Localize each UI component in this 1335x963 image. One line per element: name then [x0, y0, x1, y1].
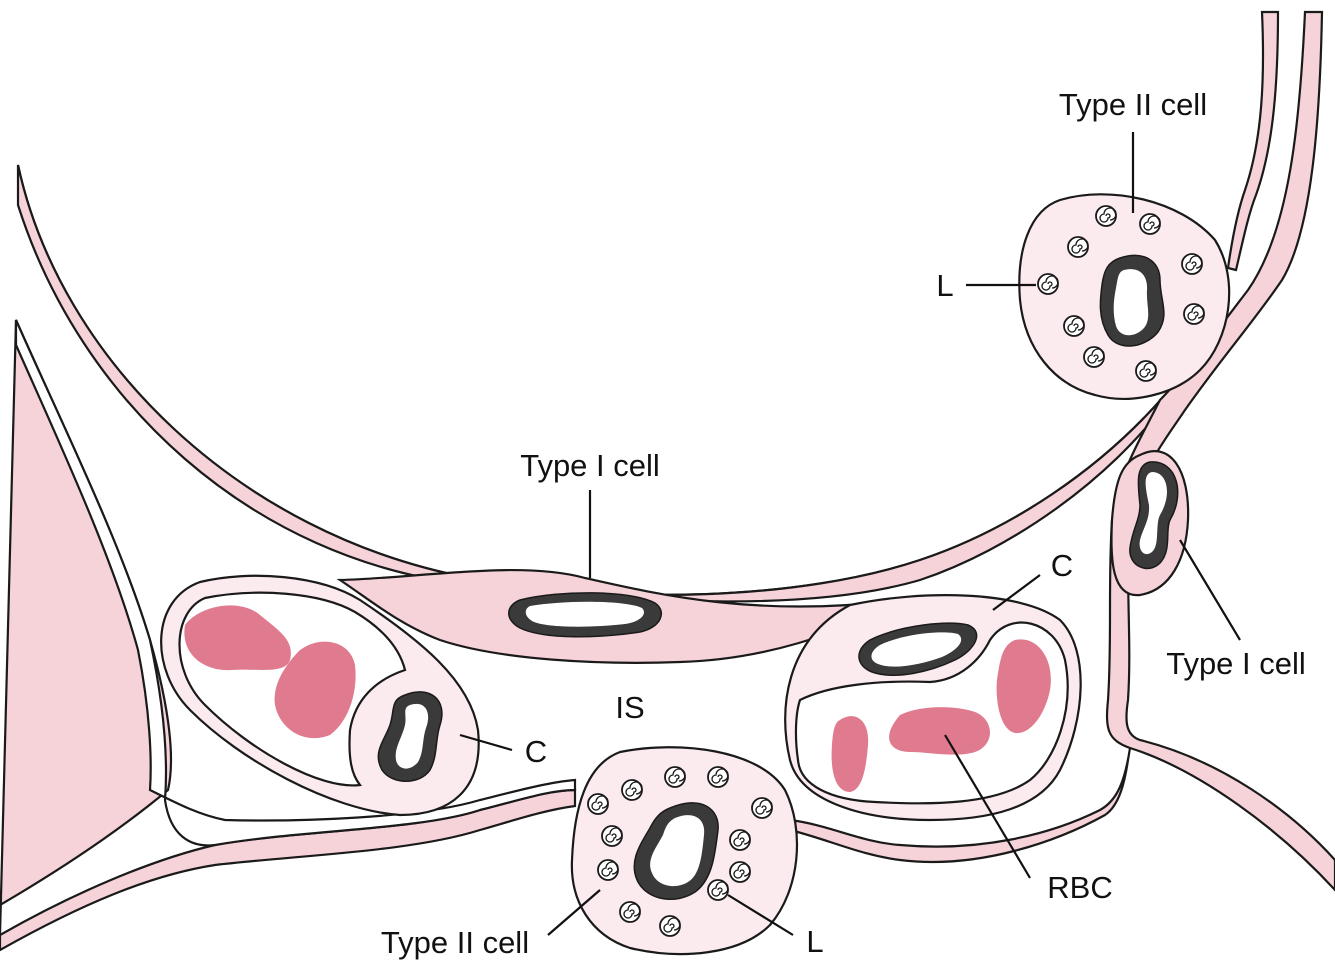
label-type-i-cell-center: Type I cell — [520, 448, 660, 483]
label-type-ii-cell-top: Type II cell — [1059, 87, 1207, 122]
label-rbc: RBC — [1047, 870, 1112, 905]
alveolar-wall-band — [18, 165, 1168, 601]
label-c-right: C — [1051, 548, 1073, 583]
lamellar-body — [1182, 254, 1202, 274]
lamellar-body — [588, 794, 608, 814]
label-type-ii-cell-bottom: Type II cell — [381, 925, 529, 960]
label-l-top: L — [936, 268, 953, 303]
label-c-left: C — [525, 734, 547, 769]
lamellar-body — [752, 798, 772, 818]
right-wall-outer-band — [1107, 12, 1335, 890]
type-ii-cell-top-nucleus-inner — [1114, 269, 1149, 335]
right-wall-inner-line — [1228, 12, 1278, 270]
lamellar-body — [730, 830, 750, 850]
lamellar-body — [1140, 214, 1160, 234]
leader-type-i-right — [1180, 540, 1240, 640]
lamellar-body — [1184, 304, 1204, 324]
lamellar-body — [598, 860, 618, 880]
lamellar-body — [1096, 206, 1116, 226]
lamellar-body — [730, 862, 750, 882]
label-type-i-cell-right: Type I cell — [1166, 646, 1306, 681]
lamellar-body — [708, 880, 728, 900]
lamellar-body — [602, 826, 622, 846]
lamellar-body — [1064, 316, 1084, 336]
lamellar-body — [660, 916, 680, 936]
label-l-bottom: L — [806, 924, 823, 959]
right-capillary-rbc-2 — [889, 707, 990, 755]
lamellar-body — [620, 902, 640, 922]
lamellar-body — [622, 780, 642, 800]
lamellar-body — [665, 767, 685, 787]
lamellar-body — [1084, 347, 1104, 367]
type-i-cell-center-nucleus-inner — [526, 602, 644, 627]
lamellar-body — [708, 767, 728, 787]
label-is: IS — [615, 690, 644, 725]
lamellar-body — [1038, 274, 1058, 294]
lamellar-body — [1068, 237, 1088, 257]
lamellar-body — [1136, 361, 1156, 381]
